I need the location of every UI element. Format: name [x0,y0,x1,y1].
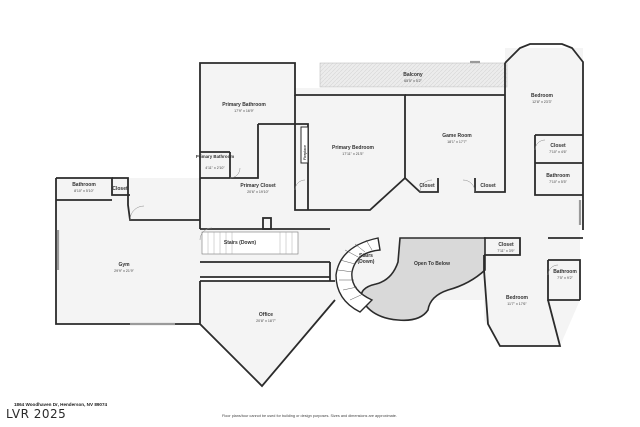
game-room-label: Game Room [442,133,472,139]
bathroom-w-dim: 8'10" x 5'10" [74,189,94,193]
office-dim: 20'8" x 18'7" [256,319,276,323]
balcony-area [319,62,508,88]
closet-w-label: Closet [112,186,128,192]
bedroom-ne-label: Bedroom [531,93,554,99]
primary-bathroom-dim: 17'9" x 16'9" [234,109,254,113]
closet-gr-right-label: Closet [480,183,496,189]
closet-se-label: Closet [498,242,514,248]
bathroom-se-label: Bathroom [553,269,577,275]
primary-bathroom-small-dim: 4'11" x 2'10" [205,166,225,170]
straight-stairs [201,231,299,255]
stairs-down-2-label-line2: (Down) [358,259,375,265]
stairs-down-1-label: Stairs (Down) [224,240,257,246]
bedroom-se-label: Bedroom [506,295,529,301]
primary-bathroom-small-label: Primary Bathroom [196,154,234,159]
walls [55,43,584,388]
balcony-dim: 65'5" x 5'2" [404,79,422,83]
open-to-below-area [360,237,486,322]
primary-closet-label: Primary Closet [240,183,276,189]
closet-gr-left-label: Closet [419,183,435,189]
fireplace [300,126,309,164]
closet-se-dim: 7'11" x 3'9" [497,249,515,253]
primary-bedroom-dim: 17'11" x 21'5" [342,152,364,156]
office-label: Office [259,312,273,318]
gym-label: Gym [118,262,130,268]
room-labels: Primary Bathroom 17'9" x 16'9" Primary B… [72,72,577,323]
watermark: LVR 2025 [6,407,67,421]
bathroom-ne-label: Bathroom [546,173,570,179]
windows [56,60,582,326]
balcony-label: Balcony [403,72,423,78]
disclaimer-text: Floor plans/tour cannot be used for buil… [222,414,397,418]
open-to-below-label: Open To Below [414,261,450,267]
primary-closet-dim: 20'6" x 19'10" [247,190,269,194]
floor-fills [56,48,583,386]
closet-ne-dim: 7'10" x 4'6" [549,150,567,154]
game-room-dim: 18'1" x 17'7" [447,140,467,144]
bedroom-se-dim: 11'7" x 17'6" [507,302,527,306]
primary-bedroom-label: Primary Bedroom [332,145,375,151]
gym-dim: 29'9" x 21'9" [114,269,134,273]
bathroom-se-dim: 7'5" x 9'2" [557,276,573,280]
stairs-down-2-label: Stairs [359,253,373,259]
fireplace-label: Fireplace [303,145,307,160]
bathroom-w-label: Bathroom [72,182,96,188]
address-text: 1864 Woodhaven Dr, Henderson, NV 89074 [14,402,108,407]
doors [129,139,559,276]
bedroom-ne-dim: 12'8" x 23'3" [532,100,552,104]
primary-bathroom-label: Primary Bathroom [222,102,266,108]
closet-ne-label: Closet [550,143,566,149]
curved-stairs [335,237,381,313]
bathroom-ne-dim: 7'10" x 5'5" [549,180,567,184]
